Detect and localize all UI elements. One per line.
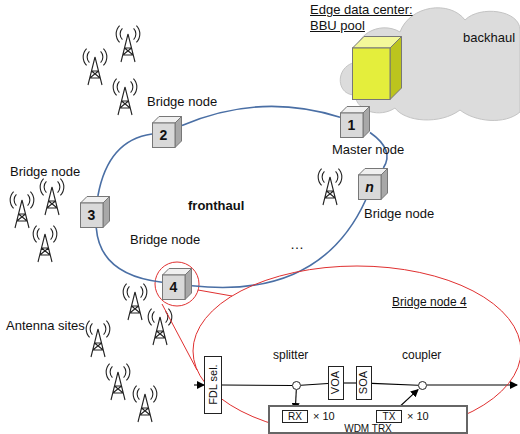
cloud-label: backhaul	[463, 30, 515, 46]
antenna-towers	[10, 26, 342, 422]
component-label: FDL sel.	[206, 365, 219, 406]
antenna-tower	[83, 49, 107, 85]
signal-line	[372, 383, 418, 385]
coupler-symbol: coupler	[418, 381, 427, 390]
callout-title: Bridge node 4	[392, 295, 467, 309]
wdm-trx-box: WDM TRXRX× 10TX× 10	[268, 405, 468, 434]
rx-box: RX× 10	[282, 410, 308, 423]
node-label: Master node	[332, 142, 404, 158]
node-number: n	[365, 179, 374, 196]
antenna-tower	[148, 309, 172, 345]
zoom-callout: Bridge node 4FDL sel.splitterVOASOAcoupl…	[192, 265, 520, 434]
antenna-tower	[40, 179, 64, 215]
component-label: RX	[288, 411, 302, 423]
fronthaul-link	[98, 134, 152, 196]
signal-line	[222, 385, 292, 387]
antenna-tower	[133, 386, 157, 422]
antenna-tower	[123, 284, 147, 320]
component-label: TX	[383, 411, 396, 423]
voa-box: VOA	[328, 366, 344, 400]
count-label: × 10	[313, 410, 335, 423]
bridge-node: nBridge node	[358, 168, 388, 200]
bridge-node: 3Bridge node	[80, 196, 110, 228]
component-label: splitter	[273, 348, 308, 362]
node-number: 2	[160, 127, 168, 144]
signal-line	[301, 384, 328, 386]
master-node: 1Master node	[340, 106, 370, 138]
fronthaul-link	[192, 200, 366, 287]
antenna-tower	[113, 79, 137, 115]
bridge-node: 4Bridge node	[162, 268, 192, 300]
signal-line	[344, 382, 356, 383]
component-label: VOA	[329, 371, 342, 394]
data-center-cube: Edge data center: BBU pool	[352, 36, 402, 100]
node-number: 4	[170, 279, 178, 296]
bridge-node: 2Bridge node	[152, 116, 182, 148]
fronthaul-link	[182, 106, 340, 125]
fdl-selector: FDL sel.	[204, 356, 222, 414]
node-number: 1	[348, 117, 356, 134]
antenna-tower	[33, 226, 57, 262]
node-label: Bridge node	[364, 206, 434, 222]
ellipsis-label: …	[290, 236, 304, 253]
tx-box: TX× 10	[376, 410, 402, 423]
zoom-circle	[155, 262, 199, 306]
node-label: Bridge node	[130, 232, 200, 248]
antenna-tower	[106, 364, 130, 400]
antenna-tower	[10, 192, 34, 228]
zoom-leader	[162, 304, 197, 370]
antenna-tower	[318, 169, 342, 205]
node-label: Bridge node	[10, 164, 80, 180]
node-label: Bridge node	[147, 94, 217, 110]
shape-outline	[352, 36, 402, 100]
component-label: SOA	[357, 371, 370, 394]
antenna-tower	[116, 26, 140, 62]
output-arrow	[427, 384, 517, 385]
count-label: × 10	[407, 410, 429, 423]
group-label: Antenna sites	[6, 318, 85, 334]
component-label: WDM TRX	[344, 423, 392, 434]
segment-label: fronthaul	[188, 198, 244, 214]
antenna-tower	[86, 321, 110, 357]
soa-box: SOA	[356, 366, 372, 400]
data-center-label: Edge data center: BBU pool	[310, 2, 422, 34]
zoom-leader	[198, 290, 232, 296]
input-arrow	[194, 384, 204, 385]
splitter-symbol: splitter	[292, 381, 301, 390]
node-number: 3	[88, 207, 96, 224]
component-label: coupler	[402, 348, 441, 362]
